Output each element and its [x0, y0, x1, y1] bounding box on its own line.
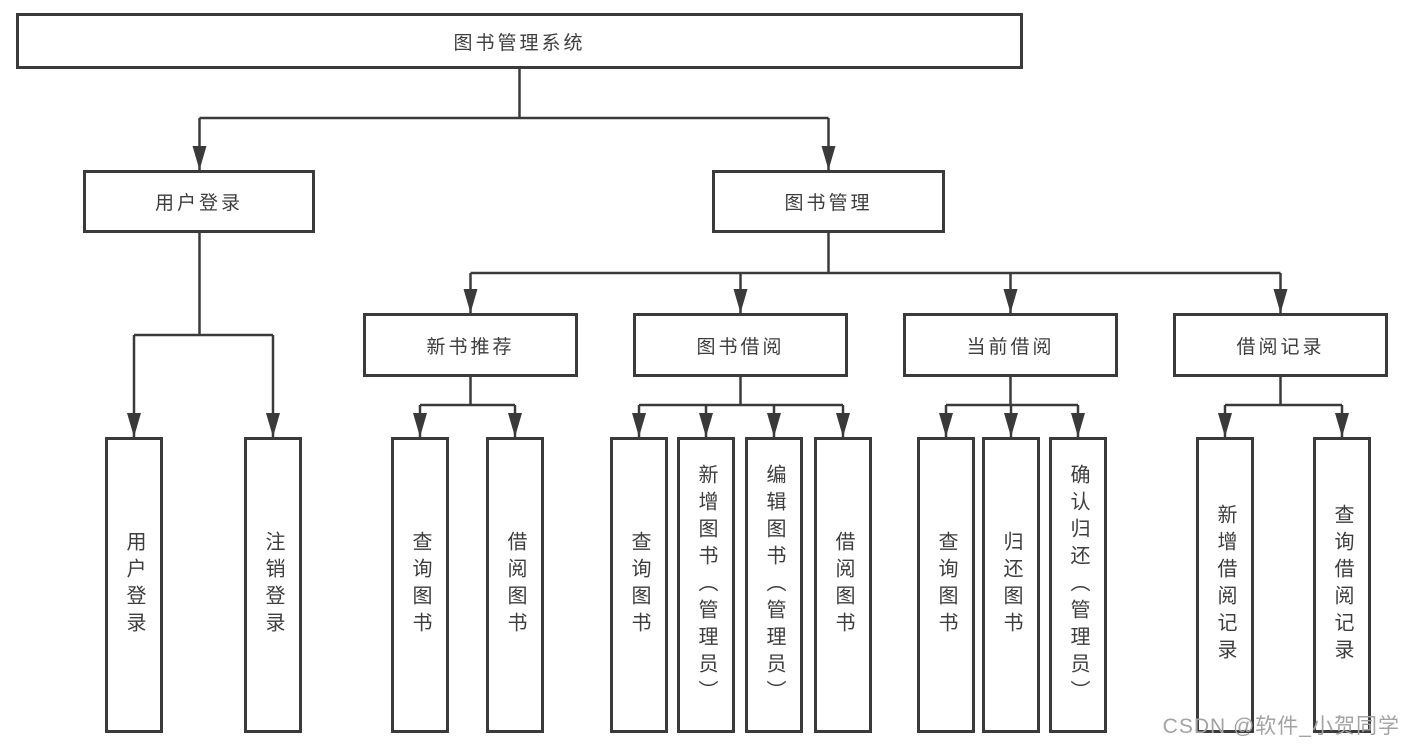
node-leaf-user-login: 用户登录 [105, 437, 163, 733]
node-leaf-bb-add-books-admin: 新增图书（管理员） [677, 437, 735, 733]
node-leaf-cb-confirm-return-admin-label: 确认归还（管理员） [1067, 463, 1089, 707]
node-leaf-br-add-record-label: 新增借阅记录 [1214, 504, 1236, 666]
node-leaf-cb-return-books: 归还图书 [982, 437, 1040, 733]
node-leaf-cb-return-books-label: 归还图书 [1000, 531, 1022, 639]
node-cat-current-borrow: 当前借阅 [903, 313, 1118, 377]
node-cat-book-borrow: 图书借阅 [633, 313, 848, 377]
node-cat-borrow-records-label: 借阅记录 [1236, 336, 1325, 358]
node-cat-book-borrow-label: 图书借阅 [696, 336, 785, 358]
node-leaf-bb-add-books-admin-label: 新增图书（管理员） [695, 463, 717, 707]
node-leaf-logout-label: 注销登录 [262, 531, 284, 639]
node-leaf-nb-borrow-books: 借阅图书 [486, 437, 544, 733]
node-leaf-cb-query-books-label: 查询图书 [935, 531, 957, 639]
node-leaf-br-add-record: 新增借阅记录 [1196, 437, 1254, 733]
node-leaf-bb-query-books: 查询图书 [610, 437, 668, 733]
node-leaf-nb-query-books-label: 查询图书 [409, 531, 431, 639]
connectors-root-to-branches [198, 69, 830, 170]
node-root-library-system: 图书管理系统 [16, 13, 1023, 69]
node-cat-current-borrow-label: 当前借阅 [966, 336, 1055, 358]
csdn-watermark: CSDN @软件_小贺同学 [1162, 715, 1400, 738]
arrowheads-branches [192, 146, 836, 170]
node-leaf-bb-edit-books-admin-label: 编辑图书（管理员） [763, 463, 785, 707]
node-cat-borrow-records: 借阅记录 [1173, 313, 1388, 377]
node-branch-user-login: 用户登录 [83, 170, 315, 233]
node-leaf-logout: 注销登录 [244, 437, 302, 733]
node-branch-user-login-label: 用户登录 [154, 193, 243, 214]
node-leaf-nb-borrow-books-label: 借阅图书 [504, 531, 526, 639]
arrowheads-leaves [127, 413, 1349, 437]
node-leaf-cb-query-books: 查询图书 [917, 437, 975, 733]
node-leaf-bb-edit-books-admin: 编辑图书（管理员） [745, 437, 803, 733]
node-leaf-user-login-label: 用户登录 [123, 531, 145, 639]
connectors-newbook-leaves [418, 377, 517, 437]
node-leaf-bb-query-books-label: 查询图书 [628, 531, 650, 639]
node-leaf-bb-borrow-books-label: 借阅图书 [832, 531, 854, 639]
node-root-label: 图书管理系统 [453, 32, 586, 54]
node-branch-book-management: 图书管理 [712, 170, 945, 233]
connectors-bookborrow-leaves [637, 377, 845, 437]
arrowheads-categories [463, 289, 1288, 313]
node-leaf-cb-confirm-return-admin: 确认归还（管理员） [1049, 437, 1107, 733]
node-leaf-br-query-record-label: 查询借阅记录 [1331, 504, 1353, 666]
node-leaf-bb-borrow-books: 借阅图书 [814, 437, 872, 733]
connectors-user-login-leaves [132, 233, 275, 437]
node-cat-new-book-recommend: 新书推荐 [363, 313, 578, 377]
node-leaf-br-query-record: 查询借阅记录 [1313, 437, 1371, 733]
connectors-bookmgmt-to-categories [469, 233, 1282, 313]
node-cat-new-book-recommend-label: 新书推荐 [426, 336, 515, 358]
node-branch-book-management-label: 图书管理 [784, 193, 873, 214]
node-leaf-nb-query-books: 查询图书 [391, 437, 449, 733]
connectors-records-leaves [1223, 377, 1344, 437]
